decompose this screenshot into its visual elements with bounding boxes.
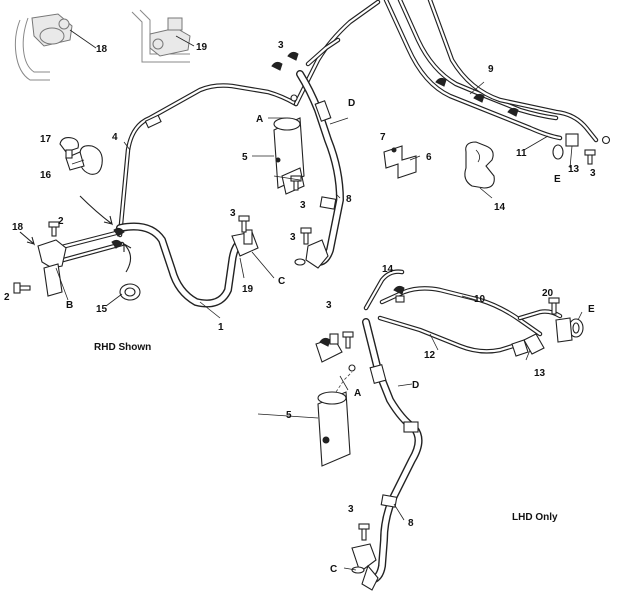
caption-lhd-only: LHD Only [512, 512, 558, 523]
callout-e-rhd: E [554, 174, 561, 185]
inset-detail-18 [14, 13, 73, 81]
callout-d-rhd: D [348, 98, 355, 109]
callout-6: 6 [426, 152, 432, 163]
callout-5-lhd: 5 [286, 410, 292, 421]
receiver-dryer-lhd [317, 371, 353, 467]
bolt-17 [59, 137, 79, 159]
callout-19-inset: 19 [196, 42, 208, 53]
callout-3-lhd-lower: 3 [348, 504, 354, 515]
clip-14-lhd [393, 285, 405, 303]
callout-18-inset: 18 [96, 44, 108, 55]
callout-8-lhd: 8 [408, 518, 414, 529]
inset-detail-19 [131, 9, 191, 63]
callout-17: 17 [40, 134, 52, 145]
callout-13-rhd: 13 [568, 164, 580, 175]
callout-3-fitting: 3 [230, 208, 236, 219]
callout-4: 4 [112, 132, 118, 143]
callout-18-main: 18 [12, 222, 24, 233]
callout-a-lhd: A [354, 388, 361, 399]
callout-2-lower: 2 [4, 292, 10, 303]
grommet-15 [119, 283, 141, 301]
callout-20: 20 [542, 288, 554, 299]
callout-9: 9 [488, 64, 494, 75]
arrow-16 [79, 195, 113, 226]
callout-e-lhd: E [588, 304, 595, 315]
hose-d-lhd [362, 318, 423, 584]
callout-19-main: 19 [242, 284, 254, 295]
callout-labels: 18 19 3 9 A D 7 6 11 E 13 3 4 17 5 16 3 … [4, 40, 596, 575]
bracket-18 [37, 239, 67, 297]
caption-rhd-shown: RHD Shown [94, 342, 151, 353]
fitting-19 [231, 229, 259, 257]
clips-rhd [111, 51, 519, 249]
callout-3-lhd: 3 [326, 300, 332, 311]
callout-13-lhd: 13 [534, 368, 546, 379]
pipes-9-11 [383, 0, 611, 145]
fitting-3-lhd [315, 333, 343, 363]
callout-7: 7 [380, 132, 386, 143]
arrow-18 [19, 231, 36, 246]
fitting-e-lhd [555, 317, 584, 343]
hose-8-end [294, 239, 329, 269]
callout-10: 10 [474, 294, 486, 305]
callout-5-rhd: 5 [242, 152, 248, 163]
clamp-14 [464, 141, 495, 189]
bolts-rhd [13, 94, 596, 294]
callout-11: 11 [516, 148, 527, 159]
callout-16: 16 [40, 170, 52, 181]
callout-d-lhd: D [412, 380, 419, 391]
hose-1-suction [116, 222, 248, 308]
pipe-group-to-firewall [293, 0, 381, 107]
callout-3-top: 3 [278, 40, 284, 51]
callout-8-rhd: 8 [346, 194, 352, 205]
callout-12: 12 [424, 350, 436, 361]
callout-3-rhd-right: 3 [590, 168, 596, 179]
leader-lines [55, 29, 583, 571]
fitting-e-rhd [552, 144, 564, 160]
callout-3-hose8: 3 [290, 232, 296, 243]
callout-3-dryer: 3 [300, 200, 306, 211]
callout-c-rhd: C [278, 276, 285, 287]
arrow-15 [123, 242, 132, 273]
callout-14-rhd: 14 [494, 202, 506, 213]
callout-2-upper: 2 [58, 216, 64, 227]
fitting-c-lhd [351, 543, 379, 591]
receiver-dryer-rhd [273, 117, 305, 195]
callout-b: B [66, 300, 73, 311]
bracket-6 [383, 145, 417, 179]
callout-a-rhd: A [256, 114, 263, 125]
pipe-4-upper [117, 83, 299, 238]
bolts-lhd [342, 297, 560, 541]
pipes-10-12 [363, 269, 563, 354]
callout-15: 15 [96, 304, 108, 315]
fitting-13-rhd [565, 133, 579, 147]
callout-1: 1 [218, 322, 224, 333]
bracket-13-lhd [511, 333, 545, 357]
callout-c-lhd: C [330, 564, 337, 575]
callout-14-lhd: 14 [382, 264, 394, 275]
